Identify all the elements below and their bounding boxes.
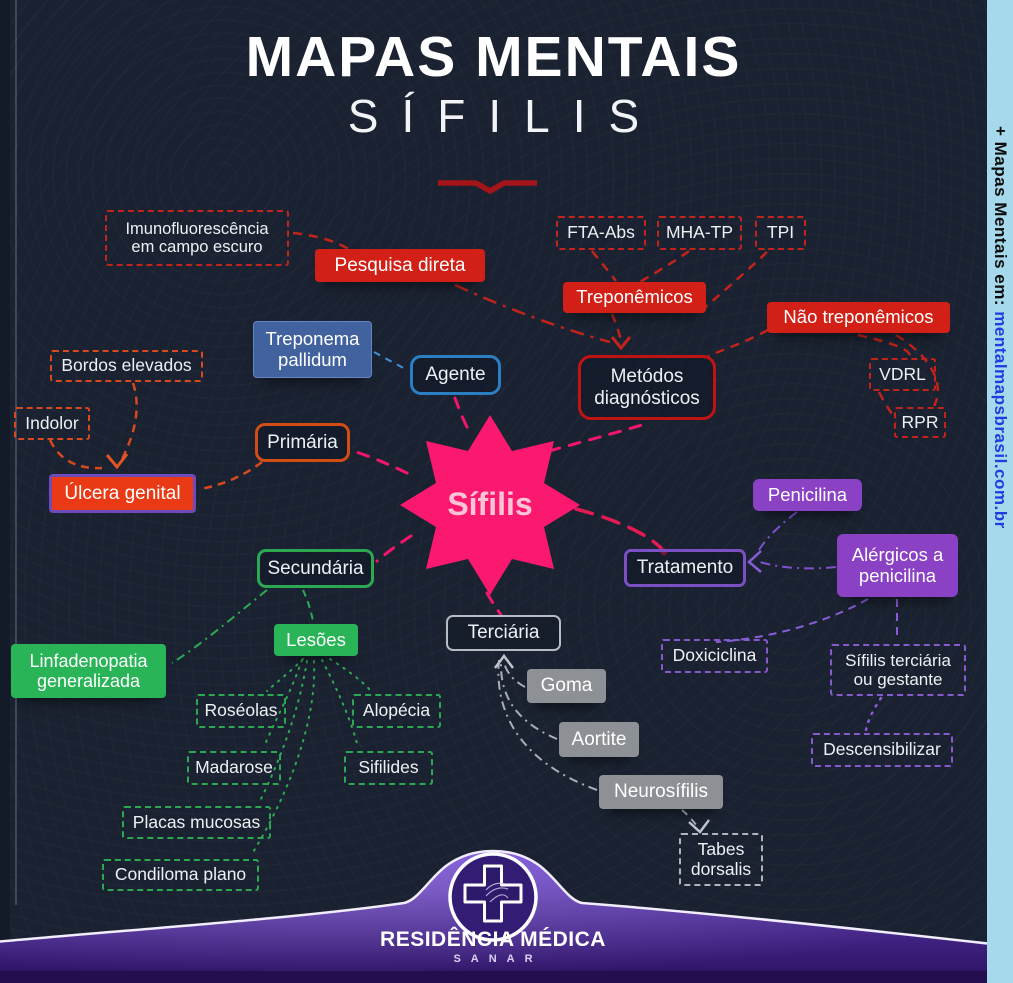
- title-line2: SÍFILIS: [347, 89, 663, 142]
- node-sifilides: Sifilides: [344, 751, 433, 785]
- node-condiloma-plano: Condiloma plano: [102, 859, 259, 891]
- node-aortite: Aortite: [559, 722, 639, 757]
- center-node-syphilis: Sífilis: [447, 486, 533, 522]
- red-links: [292, 231, 940, 419]
- node-vdrl: VDRL: [869, 358, 936, 391]
- node-sifilis-terciaria-gestante: Sífilis terciária ou gestante: [830, 644, 966, 696]
- footer-banner: [0, 849, 987, 983]
- green-links: [171, 589, 371, 855]
- node-alopecia: Alopécia: [352, 694, 441, 728]
- node-tratamento: Tratamento: [624, 549, 746, 587]
- node-doxiciclina: Doxiciclina: [661, 639, 768, 673]
- node-goma: Goma: [527, 669, 606, 703]
- node-tpi: TPI: [755, 216, 806, 250]
- node-indolor: Indolor: [14, 407, 90, 440]
- node-neurosifilis: Neurosífilis: [599, 775, 723, 809]
- node-rpr: RPR: [894, 407, 946, 438]
- node-tabes-dorsalis: Tabes dorsalis: [679, 833, 763, 886]
- syphilis-star-shape: [400, 415, 580, 595]
- left-edge-strip: [0, 0, 10, 983]
- footer-arc-line: [0, 849, 987, 945]
- node-alergicos-penicilina: Alérgicos a penicilina: [837, 534, 958, 597]
- blue-link: [373, 351, 408, 371]
- node-mha-tp: MHA-TP: [657, 216, 742, 250]
- brand-residencia-medica: RESIDÊNCIA MÉDICA: [380, 928, 606, 951]
- page-title: MAPAS MENTAIS SÍFILIS: [0, 25, 987, 145]
- node-ulcera-genital: Úlcera genital: [49, 474, 196, 513]
- medical-cross-icon: [463, 864, 523, 923]
- node-penicilina: Penicilina: [753, 479, 862, 511]
- promo-sidebar: + Mapas Mentais em: mentalmapsbrasil.com…: [987, 0, 1013, 983]
- brand-sanar: SANAR: [453, 953, 543, 965]
- node-descensibilizar: Descensibilizar: [811, 733, 953, 767]
- connector-layer: [48, 180, 940, 855]
- orange-links: [48, 382, 263, 491]
- pink-links: [351, 396, 644, 617]
- node-nao-treponemicos: Não treponêmicos: [767, 302, 950, 333]
- node-lesoes: Lesões: [274, 624, 358, 656]
- node-primaria: Primária: [255, 423, 350, 462]
- node-imunofluorescencia: Imunofluorescência em campo escuro: [105, 210, 289, 266]
- cross-fingerprint-lines: [485, 882, 509, 903]
- node-placas-mucosas: Placas mucosas: [122, 806, 271, 839]
- title-underline-mark: [438, 180, 537, 194]
- node-treponema-pallidum: Treponema pallidum: [253, 321, 372, 378]
- node-bordos-elevados: Bordos elevados: [50, 350, 203, 382]
- node-secundaria: Secundária: [257, 549, 374, 588]
- frame-line: [15, 0, 17, 905]
- footer-bottom-bar: [0, 971, 987, 983]
- promo-sidebar-label: + Mapas Mentais em:: [991, 126, 1010, 312]
- gray-links: [494, 653, 710, 834]
- node-agente: Agente: [410, 355, 501, 395]
- title-line1: MAPAS MENTAIS: [245, 25, 742, 89]
- node-linfadenopatia: Linfadenopatia generalizada: [11, 644, 166, 698]
- node-treponemicos: Treponêmicos: [563, 282, 706, 313]
- node-terciaria: Terciária: [446, 615, 561, 651]
- node-metodos-diagnosticos: Metódos diagnósticos: [578, 355, 716, 420]
- promo-sidebar-url[interactable]: mentalmapsbrasil.com.br: [991, 311, 1010, 529]
- node-roseolas: Roséolas: [196, 694, 286, 728]
- node-pesquisa-direta: Pesquisa direta: [315, 249, 485, 282]
- node-madarose: Madarose: [187, 751, 281, 785]
- node-fta-abs: FTA-Abs: [556, 216, 646, 250]
